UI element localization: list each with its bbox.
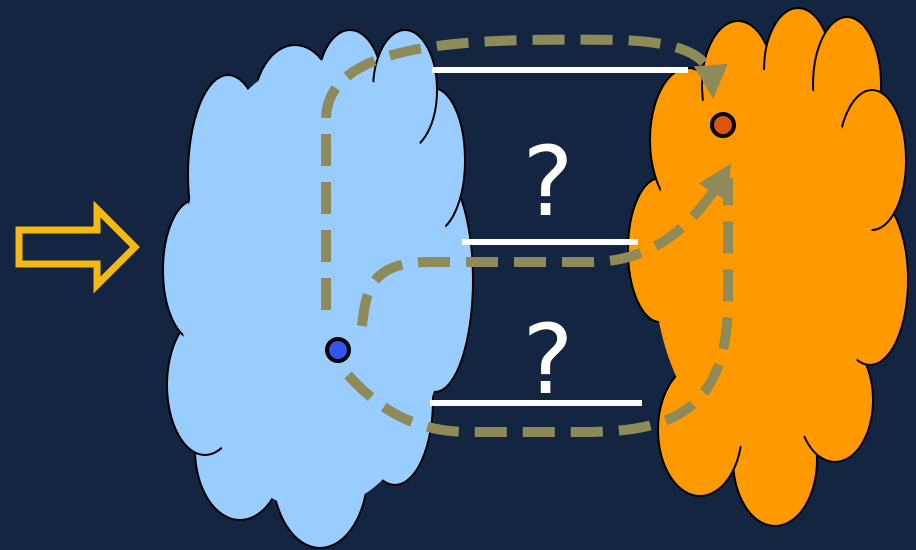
destination-node (712, 114, 734, 136)
bottom-link-label: ? (523, 304, 574, 416)
left-network-cloud (163, 30, 473, 548)
middle-link-label: ? (523, 126, 574, 238)
source-node (327, 339, 349, 361)
right-network-cloud (628, 8, 908, 526)
input-arrow-icon (19, 209, 135, 285)
